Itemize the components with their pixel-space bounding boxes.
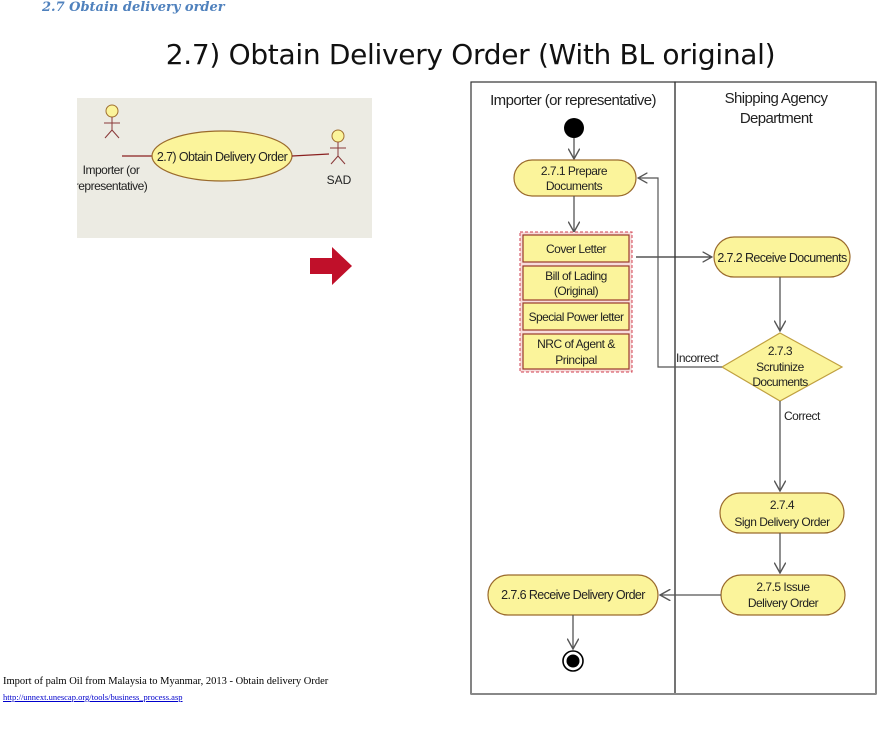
document-special-power-letter[interactable]: Special Power letter [522,302,630,331]
decision-label-2: Scrutinize [756,360,805,374]
document-cover-letter[interactable]: Cover Letter [522,234,630,263]
actor-importer-label-1: Importer (or [83,163,140,177]
activity-prepare-label-2: Documents [546,179,603,193]
guard-incorrect: Incorrect [676,351,719,365]
document-special-power-letter-label: Special Power letter [529,310,624,324]
document-bill-of-lading[interactable]: Bill of Lading (Original) [522,265,630,301]
document-nrc[interactable]: NRC of Agent & Principal [522,333,630,370]
use-case-diagram: 2.7) Obtain Delivery Order Importer (or … [75,98,372,238]
swimlane-title-shipping-2: Department [740,110,814,127]
document-bill-of-lading-label-1: Bill of Lading [545,269,607,283]
slide-title: 2.7) Obtain Delivery Order (With BL orig… [165,38,776,71]
activity-sign-label-2: Sign Delivery Order [734,515,830,529]
document-nrc-label-2: Principal [555,353,597,367]
activity-sign-label-1: 2.7.4 [770,498,795,512]
activity-receive-do-label: 2.7.6 Receive Delivery Order [501,588,645,602]
activity-prepare-documents[interactable] [513,159,637,197]
document-bill-of-lading-label-2: (Original) [554,284,599,298]
swimlane-title-shipping-1: Shipping Agency [725,90,829,107]
swimlane-title-importer: Importer (or representative) [490,92,656,109]
initial-node [564,118,584,138]
final-node [562,650,584,672]
red-arrow-icon [310,247,354,292]
activity-issue-label-2: Delivery Order [748,596,819,610]
use-case-label: 2.7) Obtain Delivery Order [157,150,288,164]
flow-incorrect [638,178,722,368]
activity-sign-delivery-order[interactable] [719,492,845,534]
guard-correct: Correct [784,409,821,423]
activity-receive-documents[interactable] [713,236,851,278]
source-link[interactable]: http://unnext.unescap.org/tools/business… [3,692,183,702]
activity-receive-documents-label: 2.7.2 Receive Documents [717,251,847,265]
decision-label-3: Documents [752,375,808,389]
activity-prepare-label-1: 2.7.1 Prepare [541,164,608,178]
document-nrc-label-1: NRC of Agent & [537,337,615,351]
actor-sad-icon [330,129,346,165]
use-case-svg: 2.7) Obtain Delivery Order Importer (or … [75,104,352,193]
actor-importer-label-2: representative) [77,179,148,193]
association-right [291,153,330,157]
actor-importer-icon [104,104,120,139]
activity-diagram: Importer (or representative) Shipping Ag… [470,81,878,702]
document-cover-letter-label: Cover Letter [546,242,607,256]
section-heading: 2.7 Obtain delivery order [42,0,225,15]
decision-label-1: 2.7.3 [768,344,793,358]
activity-diagram-svg: Importer (or representative) Shipping Ag… [470,81,877,695]
actor-sad-label: SAD [327,173,352,187]
footer-caption: Import of palm Oil from Malaysia to Myan… [3,676,329,687]
activity-issue-label-1: 2.7.5 Issue [756,580,810,594]
